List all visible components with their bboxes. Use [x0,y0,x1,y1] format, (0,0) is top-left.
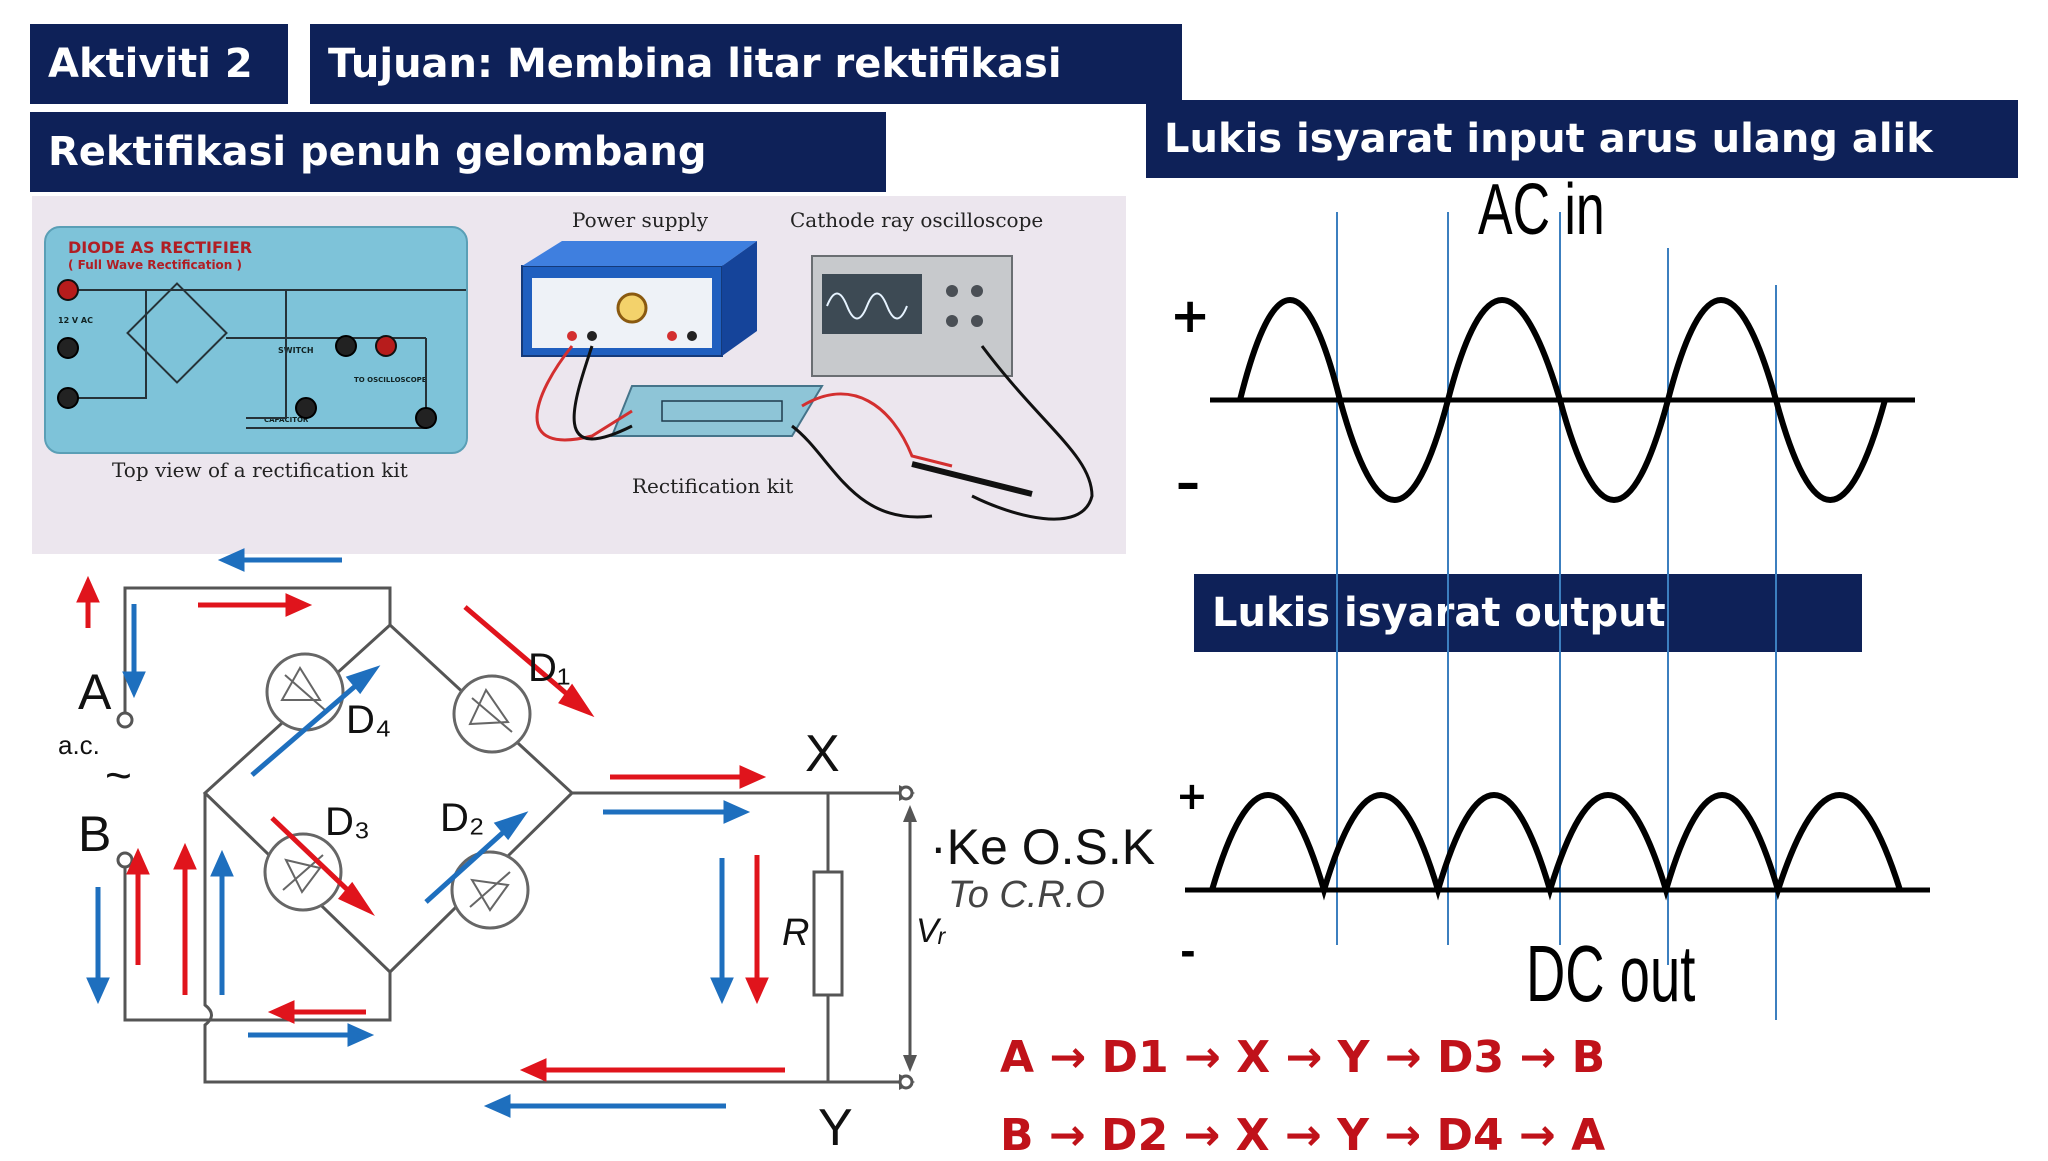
terminal-arrowheads [899,785,917,1090]
activity-banner: Aktiviti 2 [30,24,288,104]
resistor-label: R [782,912,810,954]
rectification-kit-board: DIODE AS RECTIFIER ( Full Wave Rectifica… [44,226,468,454]
ac-label: a.c. [58,730,100,760]
diode-d2-label: D₂ [440,796,485,840]
ke-osk-label: ·Ke O.S.K [930,819,1156,875]
kit-capacitor-label: CAPACITOR [264,416,309,424]
to-cro-label: To C.R.O [948,874,1105,916]
diode-d3-label: D₃ [325,800,371,844]
dc-out-label: DC out [1526,929,1696,1018]
dc-output-full-wave [1209,792,1903,901]
kit-switch-label: SWITCH [278,346,314,355]
equipment-illustration [521,241,1094,521]
terminal-y-label: Y [818,1099,853,1157]
circuit-wires [123,586,912,1084]
diode-d1-label: D₁ [528,646,571,690]
input-prompt-banner: Lukis isyarat input arus ulang alik [1146,100,2018,178]
diode-d4-label: D₄ [346,698,392,742]
subtitle-banner: Rektifikasi penuh gelombang [30,112,886,192]
equipment-photo: DIODE AS RECTIFIER ( Full Wave Rectifica… [32,196,1126,554]
power-supply-unit [521,241,757,357]
terminal-x-label: X [805,725,840,783]
bridge-rectifier-circuit [76,548,917,1118]
ac-plus-sign: + [1170,288,1211,344]
objective-banner: Tujuan: Membina litar rektifikasi [310,24,1182,104]
terminal-a-label: A [78,664,112,720]
kit-board-wiring [57,279,466,429]
terminal-nodes [116,711,914,1090]
kit-title: DIODE AS RECTIFIER [68,238,253,257]
current-path-negative: B → D2 → X → Y → D4 → A [1000,1110,1606,1161]
ac-tilde-symbol: ~ [105,749,132,801]
top-view-caption: Top view of a rectification kit [112,458,408,482]
output-prompt-banner: Lukis isyarat output [1194,574,1862,652]
power-supply-label: Power supply [572,208,709,232]
vr-label: Vᵣ [916,912,946,950]
kit-ac-label: 12 V AC [58,316,93,325]
ac-input-sine-wave [1237,297,1888,503]
blue-current-arrows [86,548,751,1118]
red-current-arrows [76,575,785,1082]
kit-subtitle: ( Full Wave Rectification ) [68,258,242,272]
oscilloscope-unit [811,255,1013,377]
ac-minus-sign: – [1176,455,1200,511]
cro-label: Cathode ray oscilloscope [790,208,1044,232]
dc-plus-sign: + [1176,774,1208,818]
dc-minus-sign: - [1180,930,1196,974]
terminal-b-label: B [78,806,112,862]
kit-to-cro-label: TO OSCILLOSCOPE [354,376,427,384]
ac-in-label: AC in [1478,170,1605,250]
current-path-positive: A → D1 → X → Y → D3 → B [1000,1032,1606,1083]
rectification-kit-label: Rectification kit [632,474,794,498]
